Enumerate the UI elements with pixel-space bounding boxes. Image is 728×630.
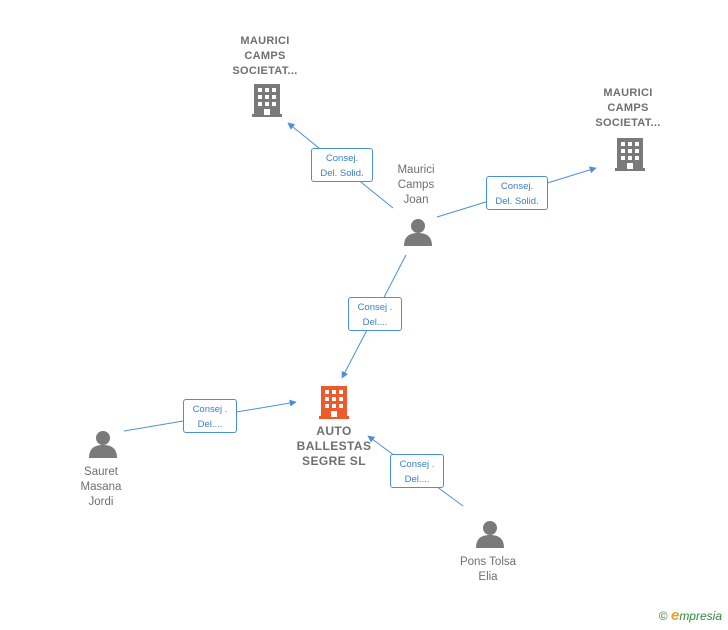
node-label-auto-ballestas[interactable]: AUTO BALLESTAS SEGRE SL <box>296 424 372 468</box>
brand-name: mpresia <box>679 609 722 623</box>
building-icon[interactable] <box>615 138 645 171</box>
edge-label-pons-to-auto[interactable]: Consej . Del.... <box>390 454 444 488</box>
edge-label-joan-to-company2[interactable]: Consej. Del. Solid. <box>486 176 548 210</box>
node-label-maurici-camps-joan[interactable]: Maurici Camps Joan <box>397 164 435 206</box>
building-icon[interactable] <box>252 84 282 117</box>
edge-label-joan-to-company1[interactable]: Consej. Del. Solid. <box>311 148 373 182</box>
edge-label-joan-to-auto[interactable]: Consej . Del.... <box>348 297 402 331</box>
copyright-icon: © <box>658 609 668 623</box>
node-label-maurici-camps-2[interactable]: MAURICI CAMPS SOCIETAT... <box>595 87 661 129</box>
edge-label-sauret-to-auto[interactable]: Consej . Del.... <box>183 399 237 433</box>
person-icon[interactable] <box>404 219 432 246</box>
node-label-maurici-camps-1[interactable]: MAURICI CAMPS SOCIETAT... <box>232 35 298 77</box>
node-label-pons-tolsa[interactable]: Pons Tolsa Elia <box>459 556 517 583</box>
person-icon[interactable] <box>89 431 117 458</box>
brand-e: e <box>670 607 680 624</box>
person-icon[interactable] <box>476 521 504 548</box>
brand-logo: © empresia <box>659 607 722 624</box>
node-label-sauret-masana[interactable]: Sauret Masana Jordi <box>80 466 122 508</box>
building-icon[interactable] <box>319 386 349 419</box>
